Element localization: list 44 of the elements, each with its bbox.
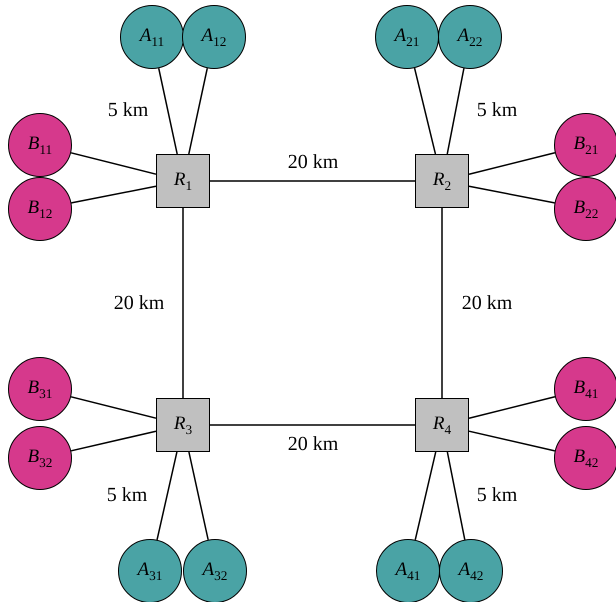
router-box: [156, 154, 210, 208]
node-label: R$_{3}$: [174, 414, 192, 436]
node-label: B$_{42}$: [574, 446, 598, 470]
connector-line: [71, 186, 156, 204]
connector-line: [446, 452, 466, 540]
connector-line: [71, 430, 156, 452]
node-label: A$_{12}$: [202, 26, 226, 48]
node-label: A$_{32}$: [202, 560, 228, 582]
node-label: B$_{31}$: [28, 378, 52, 400]
node-label: A$_{11}$: [140, 26, 164, 48]
connector-line: [182, 208, 184, 398]
connector-line: [70, 396, 156, 419]
router-box: [156, 398, 210, 452]
connector-line: [210, 180, 415, 182]
connector-line: [210, 424, 415, 426]
connector-line: [468, 186, 555, 204]
node-label: A$_{42}$: [458, 560, 484, 582]
connector-line: [468, 152, 556, 175]
node-label: R$_{4}$: [432, 414, 452, 436]
node-label: R$_{1}$: [174, 170, 192, 192]
connector-line: [468, 430, 555, 452]
node-label: B$_{11}$: [28, 134, 52, 156]
connector-line: [468, 396, 556, 419]
node-label: A$_{31}$: [138, 560, 162, 582]
connector-line: [158, 68, 178, 154]
node-label: A$_{41}$: [396, 560, 420, 582]
node-label: B$_{32}$: [28, 446, 52, 470]
connector-line: [70, 152, 156, 175]
node-label: B$_{22}$: [574, 198, 598, 220]
connector-line: [446, 68, 465, 154]
connector-line: [441, 208, 443, 398]
router-box: [415, 398, 469, 452]
node-label: B$_{41}$: [574, 378, 598, 400]
connector-line: [414, 68, 436, 154]
connector-line: [188, 68, 208, 154]
node-label: A$_{21}$: [394, 26, 420, 48]
node-label: A$_{22}$: [458, 26, 482, 48]
node-label: R$_{2}$: [432, 170, 452, 192]
connector-line: [156, 452, 178, 540]
connector-line: [188, 452, 209, 540]
connector-line: [414, 452, 436, 540]
node-label: B$_{12}$: [28, 198, 52, 220]
router-box: [415, 154, 469, 208]
node-label: B$_{21}$: [574, 134, 598, 156]
